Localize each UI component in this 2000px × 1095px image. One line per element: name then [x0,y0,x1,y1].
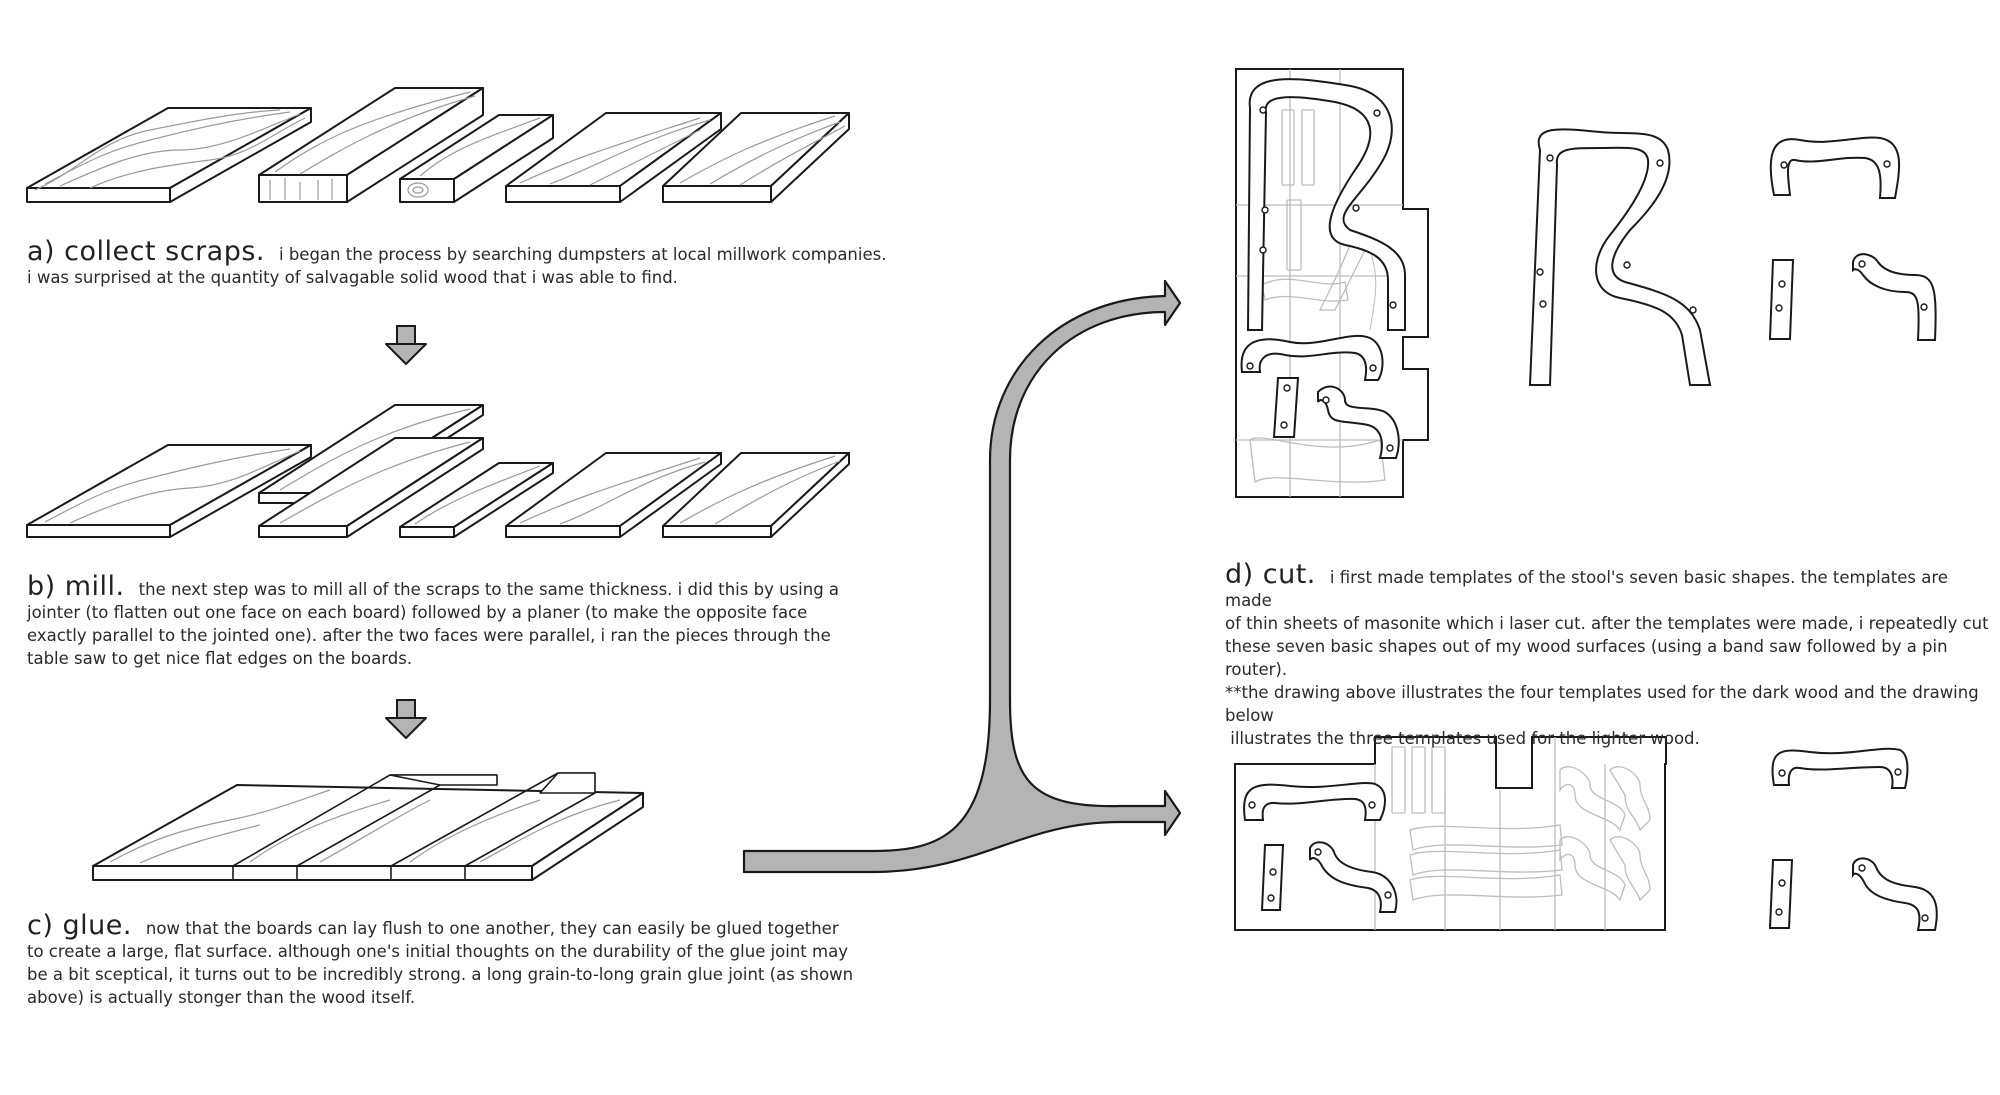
milled-board [662,452,850,538]
curved-split-arrow-icon [742,279,1182,874]
step-a-text: a) collect scraps. i began the process by… [27,238,907,289]
milled-board [258,437,484,538]
step-a-label: a) collect scraps. [27,236,265,267]
template-s-curve [1852,253,1937,341]
step-d-line: illustrates the three templates used for… [1225,729,1700,748]
step-b-label: b) mill. [27,571,125,602]
step-b-line: jointer (to flatten out one face on each… [27,603,808,622]
light-wood-cut-sheet [1234,736,1667,931]
template-arch [1769,136,1901,199]
step-d-text: d) cut.i first made templates of the sto… [1225,561,1995,750]
down-arrow-icon [385,325,427,365]
step-d-line: **the drawing above illustrates the four… [1225,683,1979,725]
milled-board [399,462,554,538]
scrap-board [258,87,484,203]
milled-board [26,444,312,538]
step-c-line: now that the boards can lay flush to one… [145,919,839,938]
step-c-line: to create a large, flat surface. althoug… [27,942,848,961]
template-strip [1768,259,1795,340]
step-b-line: table saw to get nice flat edges on the … [27,649,413,668]
template-s-curve-light [1852,857,1938,931]
step-b-text: b) mill. the next step was to mill all of… [27,573,907,670]
scrap-board [662,112,850,203]
scrap-board [505,112,722,203]
step-c-label: c) glue. [27,910,132,941]
template-strip-light [1768,859,1794,929]
down-arrow-icon [385,699,427,739]
scrap-board [399,114,554,203]
step-a-line: i began the process by searching dumpste… [279,245,887,264]
template-arch-light [1771,747,1909,789]
dark-wood-cut-sheet [1235,68,1429,498]
step-d-label: d) cut. [1225,559,1316,590]
scrap-boards [26,87,850,203]
milled-boards [26,404,850,538]
step-b-line: exactly parallel to the jointed one). af… [27,626,831,645]
step-c-text: c) glue. now that the boards can lay flus… [27,912,907,1009]
step-a-line: i was surprised at the quantity of salva… [27,268,678,287]
step-c-line: be a bit sceptical, it turns out to be i… [27,965,854,984]
glued-panel [92,772,644,881]
step-b-line: the next step was to mill all of the scr… [138,580,840,599]
step-d-line: these seven basic shapes out of my wood … [1225,637,1948,679]
template-serpentine [1528,128,1712,386]
step-d-line: of thin sheets of masonite which i laser… [1225,614,1989,633]
step-d-line: i first made templates of the stool's se… [1225,568,1948,610]
scrap-board [26,107,312,203]
step-c-line: above) is actually stonger than the wood… [27,988,416,1007]
milled-board [505,452,722,538]
